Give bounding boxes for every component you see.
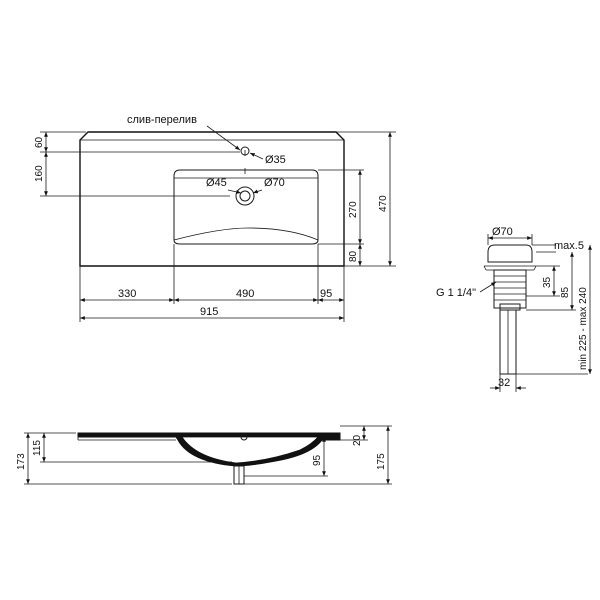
overflow-diameter-label: Ø35: [265, 154, 286, 166]
siphon-dim-32: 32: [498, 377, 510, 389]
siphon-view: Ø70 max.5 G 1 1/4" 35 85 min 225 - max 2…: [436, 226, 592, 392]
siphon-thread-label: G 1 1/4": [436, 287, 476, 299]
siphon-dim-35: 35: [542, 276, 553, 288]
dim-left: 330: [118, 288, 136, 300]
side-view: 173 115 20 175 95: [16, 425, 392, 485]
dim-to-bowl: 160: [34, 165, 45, 182]
siphon-cap: [487, 244, 533, 263]
dim-bowl-depth: 270: [348, 201, 359, 218]
drain-small-diameter-label: Ø45: [206, 177, 227, 189]
dim-bowl-width: 490: [236, 288, 254, 300]
siphon-dim-85: 85: [560, 286, 571, 298]
side-dim-173: 173: [16, 453, 27, 470]
overflow-label: слив-перелив: [127, 114, 197, 126]
top-view: слив-перелив Ø35 Ø45 Ø70 60 160 270 80 4…: [34, 114, 396, 322]
dim-right: 95: [320, 288, 332, 300]
drain-hole: [235, 186, 255, 206]
side-dim-175: 175: [376, 453, 387, 470]
side-dim-20: 20: [352, 434, 363, 446]
dim-bottom-margin: 80: [348, 250, 359, 262]
drain-large-diameter-label: Ø70: [264, 177, 285, 189]
dim-top-margin: 60: [34, 136, 45, 148]
side-dim-115: 115: [32, 440, 43, 456]
dim-total-depth: 470: [378, 195, 389, 212]
bowl-outline: [173, 169, 319, 245]
overflow-hole: [240, 146, 250, 156]
siphon-max-label: max.5: [554, 240, 584, 252]
siphon-top-diameter: Ø70: [492, 226, 513, 238]
side-dim-95: 95: [312, 454, 323, 466]
siphon-dim-range: min 225 - max 240: [578, 287, 589, 370]
dim-total-width: 915: [200, 306, 218, 318]
